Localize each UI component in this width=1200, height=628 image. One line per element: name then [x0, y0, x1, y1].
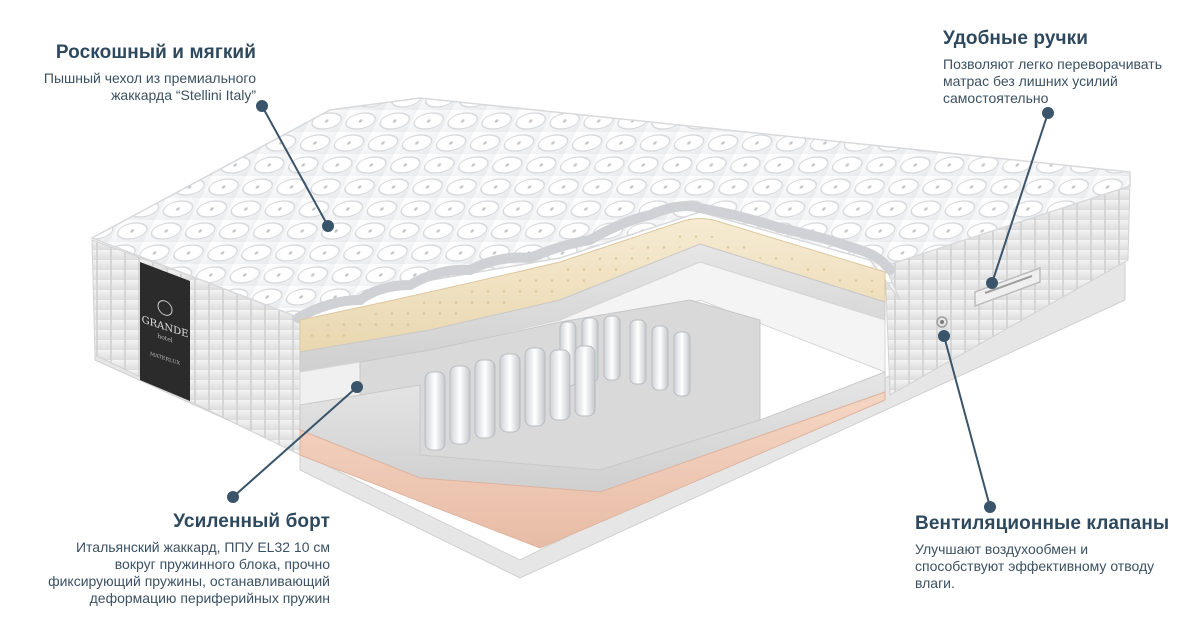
callout-reinforced-edge: Усиленный борт Итальянский жаккард, ППУ … [20, 511, 330, 607]
spring [651, 325, 669, 391]
spring [673, 331, 691, 397]
leader-handles-dot-end [986, 277, 998, 289]
brand-logo-sub: hotel [157, 333, 172, 345]
spring-row-front [424, 345, 596, 451]
callout-edge-line: деформацию периферийных пружин [89, 590, 330, 606]
callout-vents-line: влаги. [915, 575, 955, 591]
callout-handles-line: матрас без лишних усилий [943, 73, 1118, 89]
cover-cut-edge [293, 201, 895, 323]
callout-vents-title: Вентиляционные клапаны [915, 513, 1170, 534]
spring [424, 371, 446, 451]
leader-soft-dot [256, 100, 268, 112]
spring [574, 345, 596, 417]
callout-soft-line: Пышный чехол из премиального [43, 70, 256, 86]
spring [524, 347, 546, 427]
callout-vents-line: Улучшают воздухообмен и [915, 541, 1089, 557]
callout-edge-line: фиксирующий пружины, останавливающий [48, 573, 330, 589]
callout-edge-line: Итальянский жаккард, ППУ EL32 10 см [75, 539, 330, 555]
spring [499, 353, 521, 433]
callout-vents-text: Улучшают воздухообмен и способствуют эфф… [915, 541, 1185, 592]
callout-soft-cover: Роскошный и мягкий Пышный чехол из преми… [20, 42, 256, 104]
spring [449, 365, 471, 445]
callout-handles-text: Позволяют легко переворачивать матрас бе… [943, 56, 1188, 107]
spring [549, 349, 571, 421]
leader-edge-dot [227, 491, 239, 503]
pocket-spring-block [424, 315, 691, 451]
spring [474, 359, 496, 439]
callout-handles-line: самостоятельно [943, 90, 1049, 106]
callout-edge-title: Усиленный борт [173, 511, 330, 532]
leader-handles [991, 112, 1049, 284]
leader-handles-dot [1042, 107, 1054, 119]
callout-soft-line: жаккарда “Stellini Italy” [111, 87, 256, 103]
callout-handles-line: Позволяют легко переворачивать [943, 56, 1162, 72]
leader-edge-dot-end [351, 381, 363, 393]
leader-soft [261, 105, 329, 227]
base-foam-layer [299, 391, 886, 549]
leader-vents-dot-end [984, 501, 996, 513]
callout-soft-title: Роскошный и мягкий [55, 42, 256, 63]
ventilation-valve [936, 316, 948, 328]
leader-vents [943, 335, 991, 508]
callout-soft-text: Пышный чехол из премиального жаккарда “S… [20, 70, 256, 104]
callout-edge-line: вокруг пружинного блока, прочно [114, 556, 330, 572]
latex-perforation [310, 230, 880, 344]
callout-vents-line: способствуют эффективному отводу [915, 558, 1155, 574]
spring [629, 319, 647, 385]
leader-lines [227, 100, 1054, 513]
callout-handles-title: Удобные ручки [943, 28, 1089, 49]
leader-vents-dot [938, 330, 950, 342]
leader-edge [232, 386, 358, 498]
leader-soft-dot-end [322, 220, 334, 232]
callout-edge-text: Итальянский жаккард, ППУ EL32 10 см вокр… [20, 539, 330, 607]
callout-handles: Удобные ручки Позволяют легко переворачи… [943, 28, 1188, 107]
side-handle [974, 266, 1041, 308]
brand-label [140, 262, 190, 401]
spring [603, 315, 621, 381]
callout-ventilation: Вентиляционные клапаны Улучшают воздухоо… [915, 513, 1185, 592]
